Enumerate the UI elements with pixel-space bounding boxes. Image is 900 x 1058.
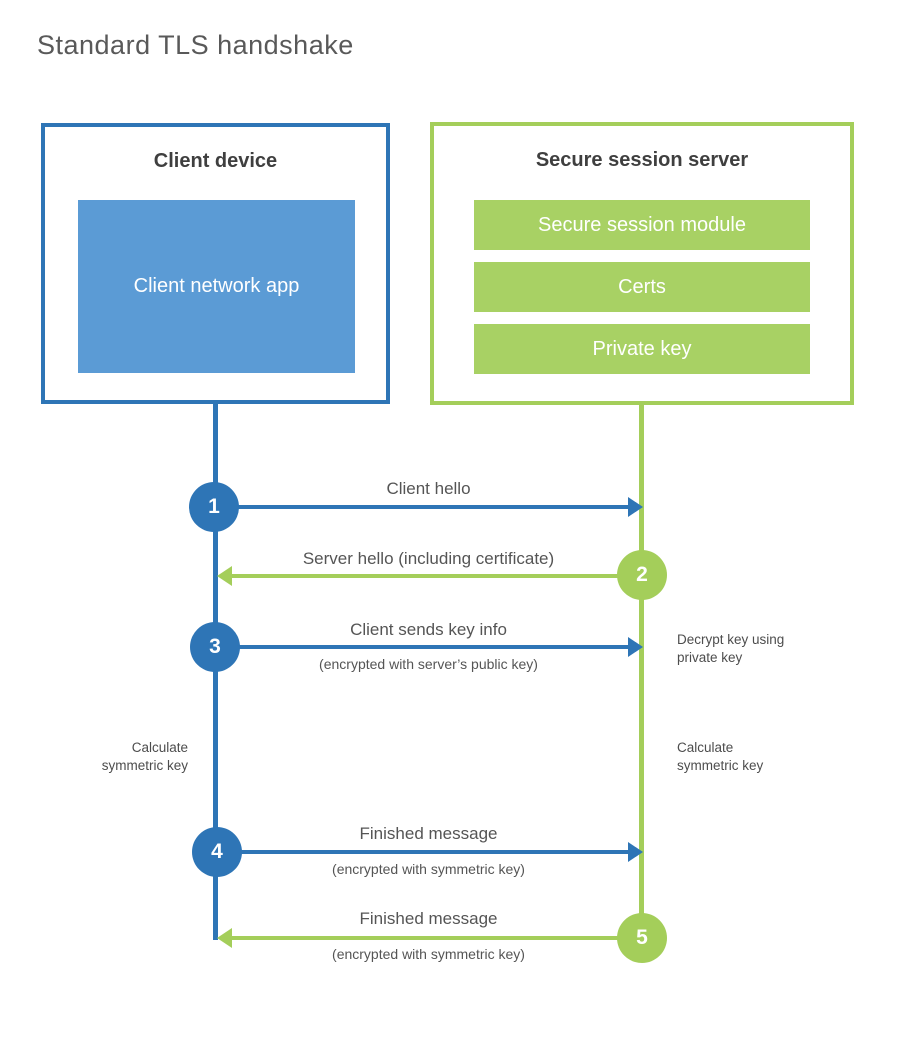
- step-3-sublabel: (encrypted with server’s public key): [319, 656, 538, 672]
- note-decrypt-key: Decrypt key using private key: [677, 632, 785, 665]
- step-1-label: Client hello: [386, 479, 471, 498]
- step-2-arrow-line: [232, 574, 642, 578]
- arrowhead-left-icon: [217, 928, 232, 948]
- server-lifeline: [639, 403, 644, 938]
- note-calculate-symmetric-key-client: Calculate symmetric key: [101, 740, 188, 773]
- step-4-arrow-line: [217, 850, 628, 854]
- arrowhead-left-icon: [217, 566, 232, 586]
- server-module-secure-session-module: Secure session module: [474, 200, 810, 250]
- arrowhead-right-icon: [628, 842, 643, 862]
- step-4-badge: 4: [192, 827, 242, 877]
- step-3-label: Client sends key info: [350, 620, 507, 639]
- step-5-sublabel: (encrypted with symmetric key): [332, 946, 525, 962]
- client-network-app-label: Client network app: [133, 275, 300, 297]
- step-5-arrow-line: [232, 936, 642, 940]
- client-device-title: Client device: [153, 150, 278, 172]
- client-network-app-block: Client network app: [78, 200, 355, 373]
- step-2-label: Server hello (including certificate): [302, 549, 555, 568]
- step-1-badge: 1: [189, 482, 239, 532]
- step-4-label: Finished message: [359, 824, 498, 843]
- server-module-private-key: Private key: [474, 324, 810, 374]
- arrowhead-right-icon: [628, 637, 643, 657]
- secure-session-server-title: Secure session server: [535, 149, 749, 171]
- step-3-badge: 3: [190, 622, 240, 672]
- step-4-sublabel: (encrypted with symmetric key): [332, 861, 525, 877]
- step-1-arrow-line: [215, 505, 628, 509]
- step-3-arrow-line: [215, 645, 628, 649]
- step-5-label: Finished message: [359, 909, 498, 928]
- step-2-badge: 2: [617, 550, 667, 600]
- page-title: Standard TLS handshake: [37, 30, 354, 60]
- server-module-certs: Certs: [474, 262, 810, 312]
- note-calculate-symmetric-key-server: Calculate symmetric key: [677, 740, 764, 773]
- step-5-badge: 5: [617, 913, 667, 963]
- arrowhead-right-icon: [628, 497, 643, 517]
